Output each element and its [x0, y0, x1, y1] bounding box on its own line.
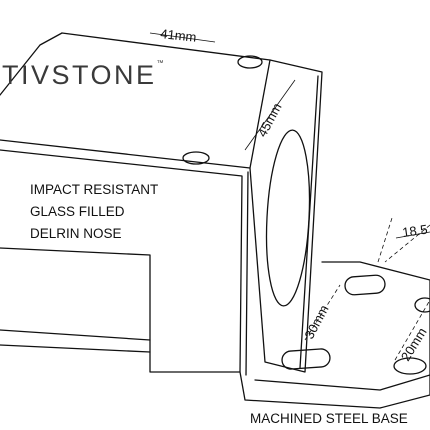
brand-name: TIVSTONE [2, 60, 157, 90]
nose-material-note: IMPACT RESISTANT GLASS FILLED DELRIN NOS… [30, 179, 158, 245]
base-plate [239, 261, 430, 409]
base-left-edge [0, 329, 151, 341]
dim-line-hole [394, 299, 430, 361]
dim-offset: 18.5 [401, 222, 428, 240]
dim-line-slot [304, 284, 341, 341]
base-left-edge-lower [0, 344, 151, 353]
block-top-back-edge [0, 32, 63, 96]
nose-note-line-3: DELRIN NOSE [30, 226, 122, 241]
block-left-profile [0, 149, 243, 373]
dim-hole: 20mm [398, 325, 430, 364]
block-top-face [0, 32, 271, 169]
dim-line-height [244, 79, 296, 151]
dim-slot: 30mm [301, 302, 331, 341]
block-front-face [249, 59, 323, 373]
top-hole-left [182, 151, 210, 165]
nose-note-line-2: GLASS FILLED [30, 204, 125, 219]
nose-note-line-1: IMPACT RESISTANT [30, 182, 159, 197]
brand-trademark: ™ [156, 60, 164, 67]
dim-width: 41mm [160, 26, 197, 45]
dim-line-offset-bar [395, 231, 430, 239]
top-hole-right [237, 55, 263, 69]
brand-logo: TIVSTONE™ [2, 60, 164, 91]
dim-line-width [149, 32, 216, 43]
base-hole-back [414, 297, 430, 313]
dim-line-offset [377, 217, 430, 263]
base-plate-top [254, 374, 430, 391]
block-left-inner [245, 171, 249, 376]
base-material-note: MACHINED STEEL BASE [250, 411, 408, 426]
base-slot-lower [281, 348, 331, 370]
base-slot-upper [344, 274, 386, 296]
face-bore [265, 129, 311, 307]
base-hole-front [393, 357, 427, 375]
